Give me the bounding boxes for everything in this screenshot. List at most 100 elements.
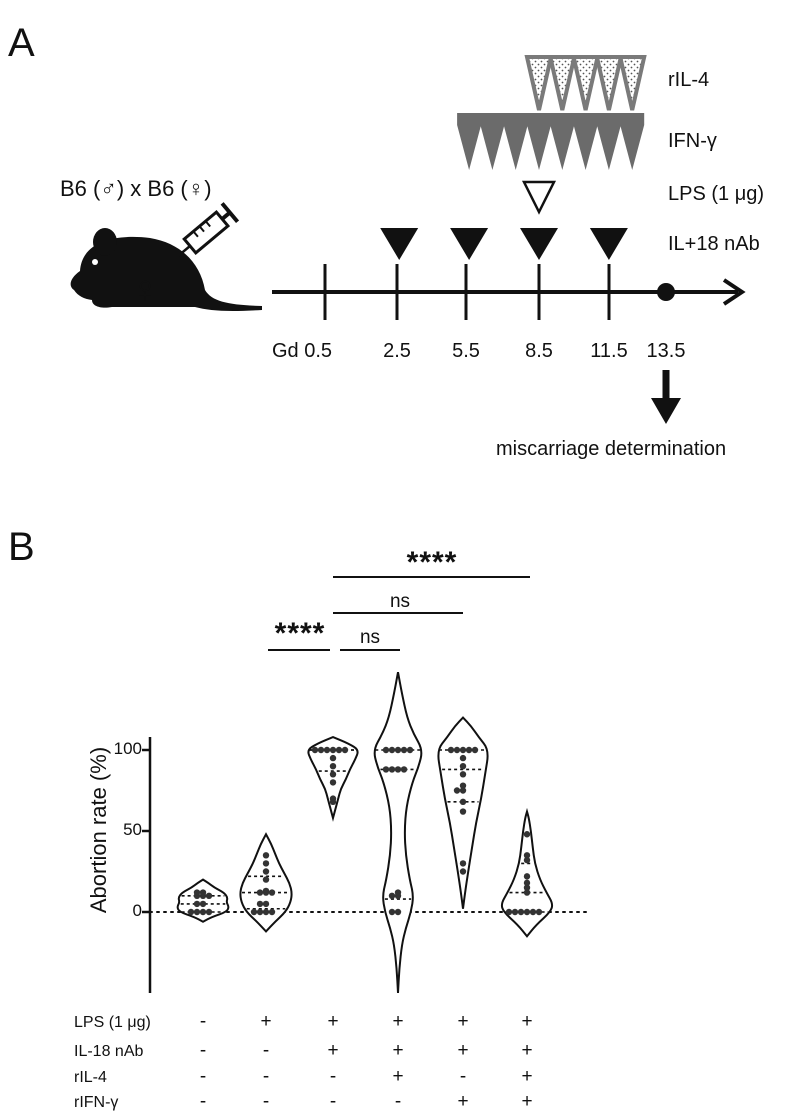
ifng-triangle-band bbox=[457, 113, 645, 170]
nab-triangle bbox=[380, 228, 419, 260]
data-point bbox=[453, 746, 461, 754]
data-point bbox=[459, 771, 467, 778]
data-point bbox=[262, 887, 270, 895]
female-symbol: ♀ bbox=[131, 269, 160, 311]
data-point bbox=[382, 746, 390, 754]
violin-group bbox=[373, 672, 423, 994]
data-point bbox=[388, 908, 396, 916]
violin-body bbox=[239, 832, 293, 933]
data-point bbox=[199, 900, 207, 908]
sig-label-3: **** bbox=[407, 546, 458, 579]
sig-label-1: ns bbox=[360, 627, 380, 648]
data-point bbox=[523, 831, 531, 838]
violin-group bbox=[437, 716, 489, 909]
data-point bbox=[199, 908, 207, 916]
cross-label: B6 (♂) x B6 (♀) bbox=[60, 176, 212, 201]
timeline-tick-label-0: Gd 0.5 bbox=[272, 340, 332, 362]
panel-b-label: B bbox=[8, 525, 35, 569]
row-label-nab: IL-18 nAb bbox=[74, 1043, 143, 1060]
violin-body bbox=[176, 878, 230, 923]
data-point bbox=[199, 889, 207, 896]
data-point bbox=[511, 908, 519, 916]
data-point bbox=[329, 746, 337, 754]
syringe-icon bbox=[172, 202, 240, 262]
data-point bbox=[329, 779, 337, 786]
condition-sign: - bbox=[263, 1040, 269, 1061]
condition-sign: + bbox=[521, 1066, 532, 1087]
data-point bbox=[262, 908, 270, 916]
data-point bbox=[459, 787, 467, 794]
condition-sign: + bbox=[457, 1091, 468, 1112]
treatment-label-ril4: rIL-4 bbox=[668, 69, 709, 91]
timeline bbox=[272, 264, 746, 320]
violins bbox=[176, 672, 554, 994]
data-point bbox=[523, 908, 531, 916]
y-tick-label-0: 0 bbox=[133, 901, 142, 920]
ril4-triangle bbox=[547, 55, 577, 111]
data-point bbox=[394, 908, 402, 916]
treatment-label-lps: LPS (1 μg) bbox=[668, 183, 764, 205]
violin-body bbox=[307, 735, 359, 822]
condition-sign: - bbox=[200, 1091, 206, 1112]
violin-group bbox=[307, 735, 359, 822]
data-point bbox=[459, 808, 467, 815]
condition-sign: + bbox=[260, 1011, 271, 1032]
condition-signs: -+++++--++++---+-+----++ bbox=[200, 1011, 533, 1112]
data-point bbox=[459, 746, 467, 754]
condition-sign: - bbox=[395, 1091, 401, 1112]
y-tick-label-100: 100 bbox=[114, 739, 142, 758]
condition-sign: - bbox=[330, 1066, 336, 1087]
panel-a-label: A bbox=[8, 21, 35, 65]
data-point bbox=[262, 860, 270, 867]
treatment-rows bbox=[380, 55, 647, 260]
data-point bbox=[329, 771, 337, 778]
row-label-ril4: rIL-4 bbox=[74, 1069, 107, 1086]
ril4-triangle bbox=[594, 55, 624, 111]
condition-sign: + bbox=[521, 1011, 532, 1032]
data-point bbox=[329, 798, 337, 806]
data-point bbox=[335, 746, 343, 754]
data-point bbox=[459, 782, 467, 789]
condition-sign: - bbox=[263, 1066, 269, 1087]
data-point bbox=[268, 908, 276, 916]
violin-group bbox=[239, 832, 293, 933]
condition-sign: + bbox=[521, 1091, 532, 1112]
data-point bbox=[471, 746, 479, 754]
timeline-tick-label-4: 11.5 bbox=[590, 340, 627, 362]
ril4-triangle bbox=[524, 55, 554, 111]
y-tick-label-50: 50 bbox=[123, 820, 142, 839]
timeline-tick-label-2: 5.5 bbox=[452, 340, 480, 362]
data-point bbox=[400, 766, 408, 773]
data-point bbox=[459, 798, 467, 806]
data-point bbox=[341, 746, 349, 754]
data-point bbox=[459, 868, 467, 875]
violin-group bbox=[500, 807, 554, 938]
data-point bbox=[406, 746, 414, 754]
data-point bbox=[262, 900, 270, 908]
timeline-tick-label-1: 2.5 bbox=[383, 340, 411, 362]
data-point bbox=[250, 908, 258, 916]
condition-sign: + bbox=[457, 1040, 468, 1061]
condition-sign: + bbox=[392, 1066, 403, 1087]
panel-b: B **** ns ns **** 100 50 0 Abortion rate… bbox=[8, 525, 591, 1112]
sig-label-2: ns bbox=[390, 591, 410, 612]
data-point bbox=[523, 873, 531, 880]
data-point bbox=[193, 900, 201, 908]
data-point bbox=[329, 754, 337, 762]
data-point bbox=[453, 787, 461, 794]
ril4-triangle bbox=[571, 55, 601, 111]
ril4-triangle bbox=[617, 55, 647, 111]
timeline-tick-label-5: 13.5 bbox=[647, 340, 686, 362]
data-point bbox=[262, 852, 270, 859]
data-point bbox=[329, 763, 337, 770]
data-point bbox=[388, 766, 396, 773]
data-point bbox=[394, 746, 402, 754]
data-point bbox=[400, 746, 408, 754]
condition-sign: + bbox=[457, 1011, 468, 1032]
condition-sign: - bbox=[330, 1091, 336, 1112]
data-point bbox=[256, 889, 264, 896]
data-point bbox=[517, 908, 525, 916]
y-axis-label: Abortion rate (%) bbox=[86, 747, 111, 913]
violin-body bbox=[373, 672, 423, 994]
